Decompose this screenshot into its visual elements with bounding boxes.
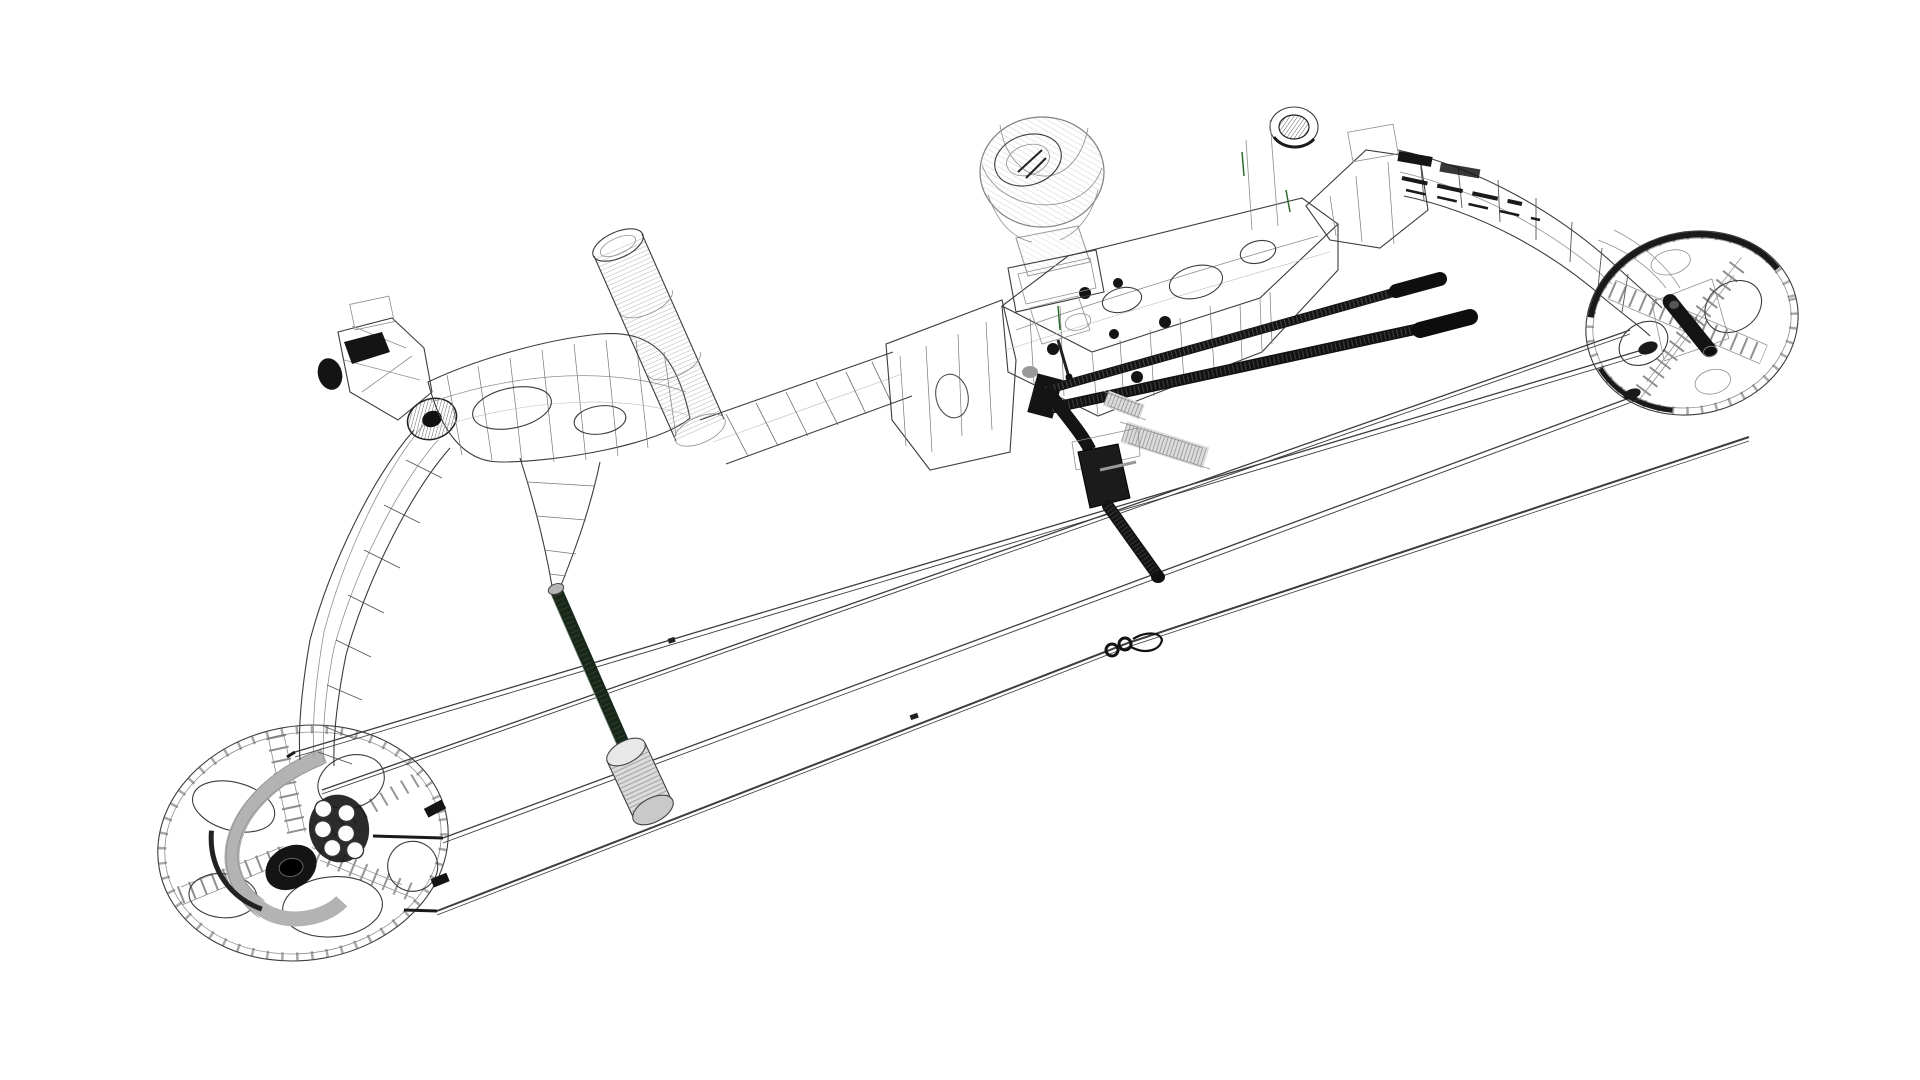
grip-rungs	[726, 362, 892, 456]
strings	[287, 330, 1749, 915]
nock-tick	[667, 636, 676, 644]
pocket-clamp	[344, 332, 390, 364]
stabilizer	[547, 582, 678, 831]
grip-tube	[588, 222, 730, 453]
limb-pocket	[317, 296, 462, 446]
knob	[980, 117, 1104, 381]
bottom-cam	[139, 702, 463, 983]
top-cam-axle	[1670, 295, 1709, 356]
nock-tick	[909, 712, 919, 721]
string-yoke-fitting	[1106, 633, 1162, 656]
green-edge-accents	[1058, 152, 1290, 330]
limb-rungs	[318, 460, 442, 764]
upper-limb	[1397, 150, 1680, 336]
module-holes	[308, 794, 370, 863]
cam-track	[217, 756, 352, 929]
limb-bolt-boss	[1270, 107, 1318, 147]
cam-rim-segments	[144, 707, 463, 979]
top-cam	[1566, 209, 1818, 437]
rest-mount-cylinders	[1103, 391, 1210, 469]
launcher-arm	[1046, 388, 1165, 583]
stabilizer-weight	[602, 732, 678, 830]
main-string	[437, 437, 1749, 911]
riser	[428, 107, 1428, 588]
cable-rods	[1022, 279, 1470, 469]
lower-limb	[299, 422, 450, 766]
